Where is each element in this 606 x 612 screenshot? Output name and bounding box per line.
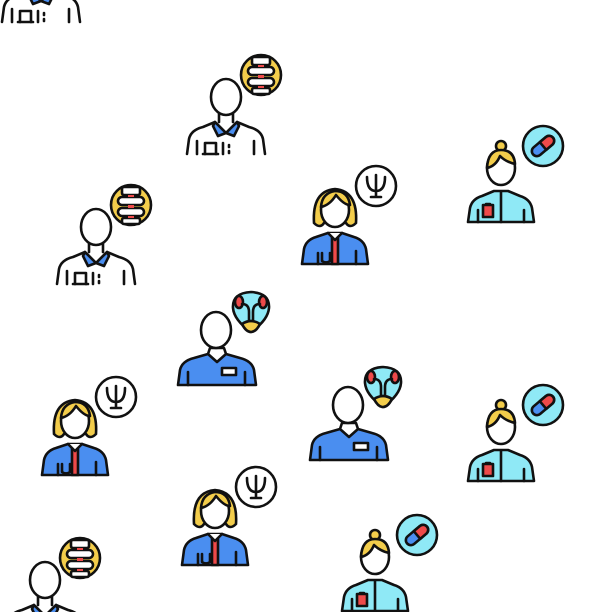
- psychologist-icon: [300, 164, 398, 266]
- urologist-icon: [176, 290, 271, 387]
- pharmacist-icon: [466, 124, 565, 224]
- orthopedist-icon: [55, 183, 153, 286]
- orthopedist-icon: [185, 53, 283, 156]
- psychologist-icon: [40, 375, 138, 477]
- psychologist-icon: [180, 465, 278, 567]
- urologist-icon: [308, 365, 403, 462]
- pharmacist-icon: [340, 513, 439, 612]
- pharmacist-icon: [466, 383, 565, 483]
- orthopedist-icon: [4, 536, 102, 612]
- orthopedist-icon: [0, 0, 98, 24]
